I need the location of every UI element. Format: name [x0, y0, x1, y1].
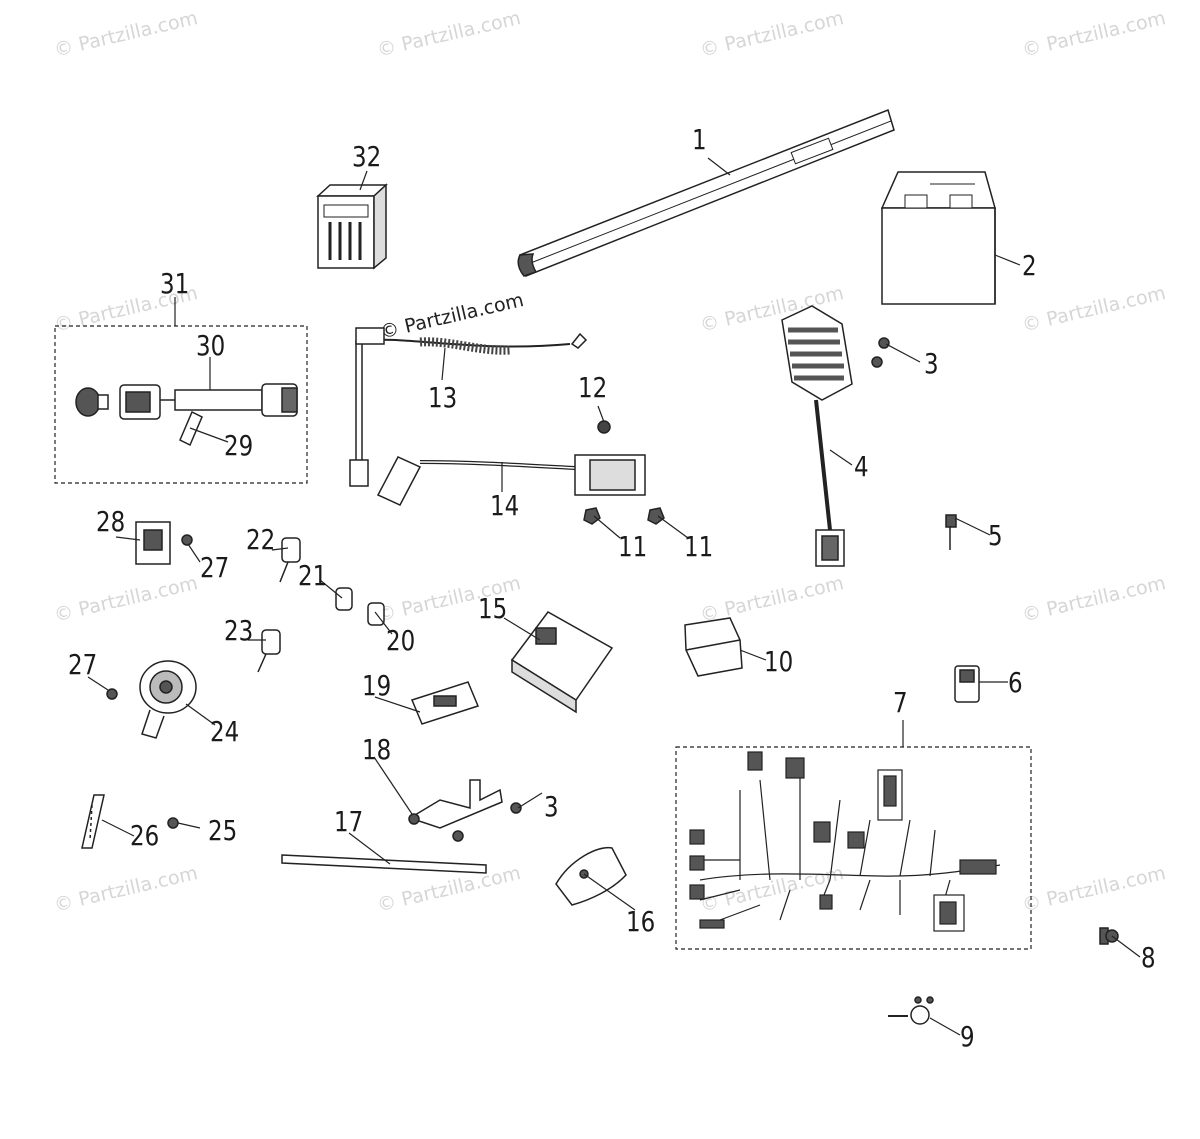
part-10-module [684, 617, 743, 677]
callout-24: 24 [210, 715, 240, 748]
part-6-relay [954, 665, 980, 703]
callout-10: 10 [764, 645, 794, 678]
callout-25: 25 [208, 814, 238, 847]
callout-27a: 27 [200, 551, 230, 584]
callout-3a: 3 [924, 347, 939, 380]
part-24-horn [139, 660, 197, 739]
callout-20: 20 [386, 624, 416, 657]
part-17-rod [281, 854, 487, 874]
part-23-socket [257, 629, 281, 673]
callout-15: 15 [478, 592, 508, 625]
part-3-bolt-c [452, 830, 464, 842]
callout-1: 1 [692, 123, 707, 156]
callout-27b: 27 [68, 648, 98, 681]
part-2-battery [880, 171, 996, 305]
part-26-clip [81, 794, 105, 849]
part-5-sensor [945, 514, 957, 550]
callout-11b: 11 [684, 530, 714, 563]
part-27-screw-a [181, 534, 193, 546]
part-22-socket [279, 537, 301, 583]
callout-14: 14 [490, 489, 520, 522]
callout-12: 12 [578, 371, 608, 404]
part-3-bolt-a [871, 337, 890, 368]
callout-4: 4 [854, 450, 869, 483]
callout-32: 32 [352, 140, 382, 173]
callout-23: 23 [224, 614, 254, 647]
part-27-screw-b [106, 688, 118, 700]
callout-2: 2 [1022, 249, 1037, 282]
callout-11a: 11 [618, 530, 648, 563]
callout-22: 22 [246, 523, 276, 556]
callout-21: 21 [298, 559, 328, 592]
part-11-nut-a [583, 507, 601, 525]
part-15-cdi [510, 611, 614, 714]
leader-lines [87, 157, 1141, 1036]
callout-16: 16 [626, 905, 656, 938]
callout-17: 17 [334, 805, 364, 838]
part-21-bulb [335, 587, 353, 611]
callout-13: 13 [428, 381, 458, 414]
part-9-clamp [888, 996, 934, 1025]
callout-28: 28 [96, 505, 126, 538]
part-19-bracket [410, 681, 480, 725]
part-13-harness [349, 327, 588, 487]
callout-19: 19 [362, 669, 392, 702]
callout-9: 9 [960, 1020, 975, 1053]
part-25-screw [167, 817, 179, 829]
callout-18: 18 [362, 733, 392, 766]
callout-3b: 3 [544, 790, 559, 823]
part-8-bolt [1099, 927, 1119, 945]
callout-30: 30 [196, 329, 226, 362]
part-28-holder [135, 521, 171, 565]
callout-7: 7 [893, 686, 908, 719]
group-box-7 [675, 746, 1032, 950]
callout-26: 26 [130, 819, 160, 852]
callout-5: 5 [988, 519, 1003, 552]
part-12-grommet [597, 420, 611, 434]
part-11-nut-b [647, 507, 665, 525]
part-1-tube [517, 109, 895, 278]
part-14-coil [376, 454, 646, 506]
part-32-box [316, 183, 388, 270]
part-7-wiring-harness [689, 751, 1001, 932]
callout-29: 29 [224, 429, 254, 462]
callout-6: 6 [1008, 666, 1023, 699]
callout-8: 8 [1141, 941, 1156, 974]
part-4-regulator [781, 305, 853, 567]
group-box-31 [54, 325, 308, 484]
part-30-switch [75, 383, 298, 420]
part-3-bolt-b [510, 802, 522, 814]
callout-31: 31 [160, 267, 190, 300]
part-18-bracket [408, 779, 503, 829]
